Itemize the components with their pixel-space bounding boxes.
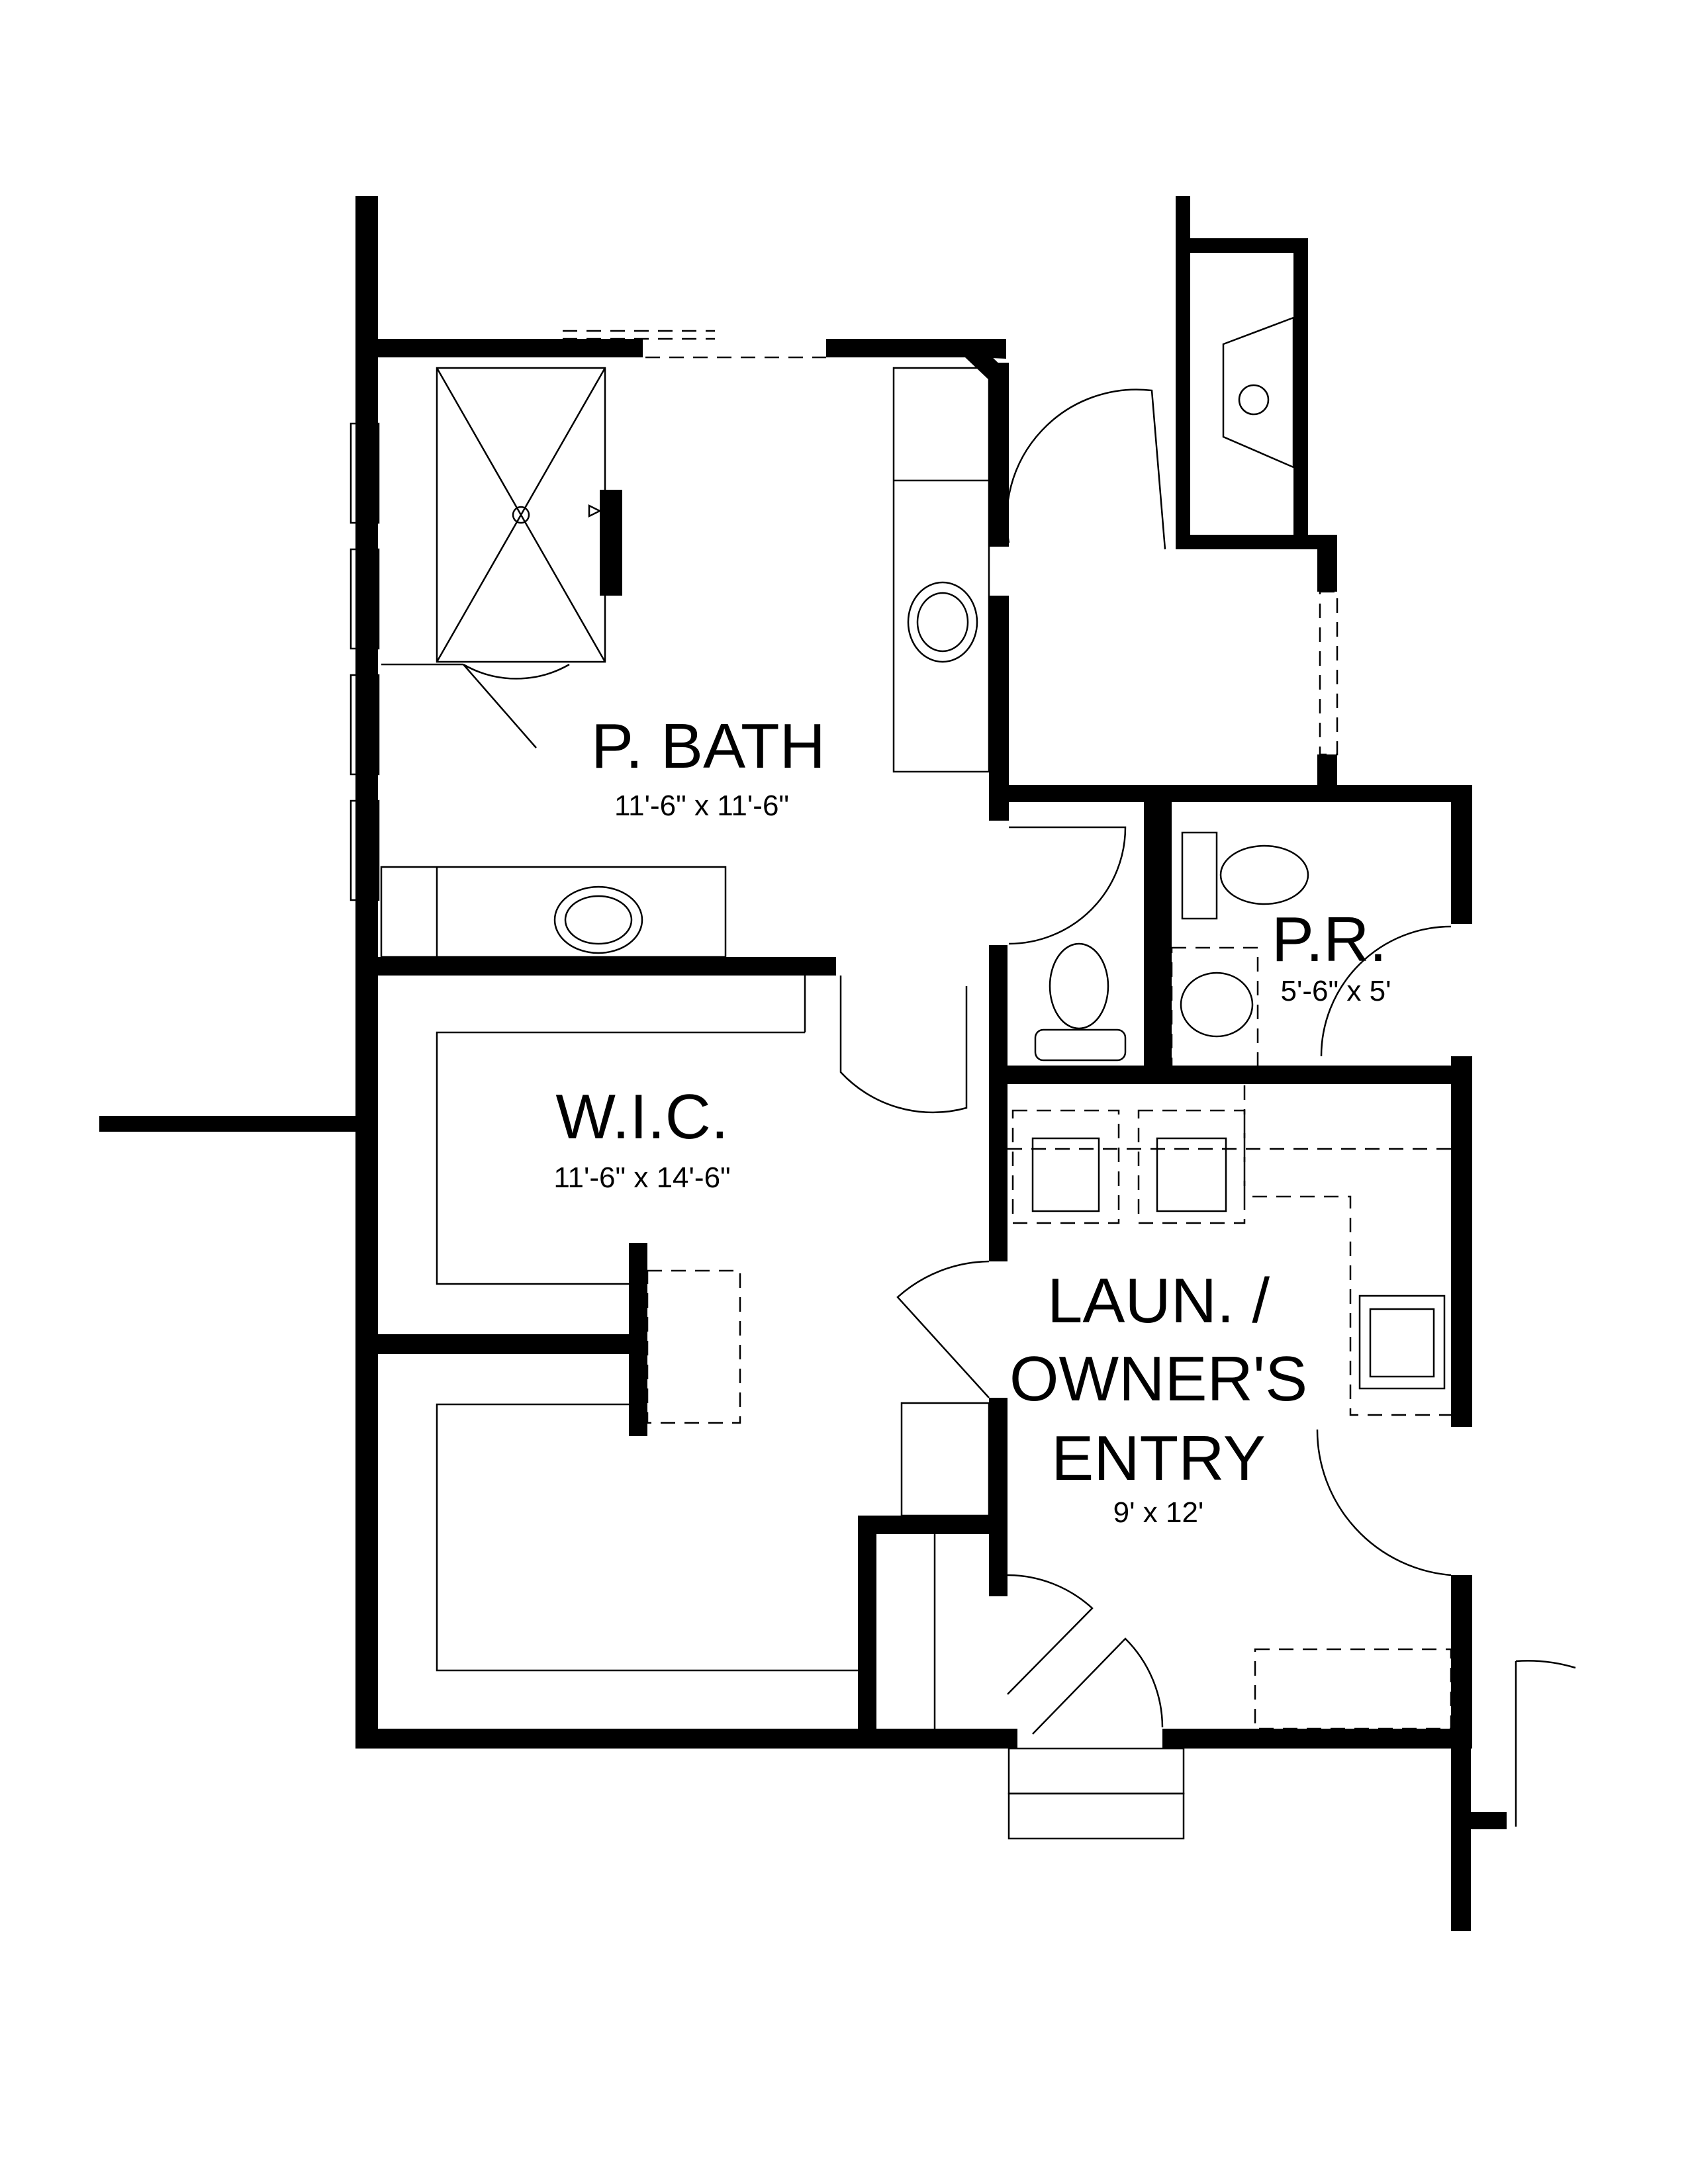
water-heater-icon: [1238, 384, 1270, 416]
bottom-wall-right: [1162, 1729, 1472, 1749]
dryer-dash: [1137, 1109, 1246, 1224]
window-1: [350, 422, 380, 524]
toilet-alcove-top-wall: [989, 785, 1472, 802]
wic-door-swing: [839, 976, 968, 1114]
laundry-sink-counter-dash: [1243, 1085, 1451, 1416]
pr-toilet-bowl-icon: [1219, 844, 1309, 905]
closet-top-wall: [1176, 238, 1308, 253]
storage-closet-top: [858, 1516, 1008, 1534]
fixtures: [350, 316, 1576, 1840]
left-exterior-wall: [355, 196, 378, 1749]
entry-door-left-swing: [1007, 1574, 1094, 1695]
washer-inner: [1031, 1137, 1100, 1212]
bench-dash: [1254, 1648, 1452, 1730]
laundry-sink-inner: [1369, 1308, 1435, 1378]
wic-name: W.I.C.: [555, 1081, 728, 1152]
entry-door-right-swing: [1032, 1637, 1164, 1735]
bath-right-wall-lower: [989, 596, 1009, 821]
bath-top-wall-left: [378, 339, 643, 357]
laundry-left-door-swing: [896, 1260, 990, 1398]
wic-shelf-upper: [436, 1031, 805, 1285]
bath-door-swing: [1008, 826, 1127, 945]
hall-top-wall: [1176, 535, 1317, 549]
entry-step-2: [1008, 1792, 1185, 1840]
primary-bath-size: 11'-6" x 11'-6": [614, 790, 789, 822]
laundry-name-line2: OWNER'S: [1009, 1343, 1307, 1414]
toilet-bowl-icon: [1049, 942, 1109, 1030]
storage-closet-left: [858, 1516, 876, 1749]
closet-left-wall: [1176, 238, 1190, 549]
bath-sink-right-icon: [907, 581, 978, 663]
pr-door-swing: [1320, 925, 1452, 1057]
shower-drain-icon: [512, 506, 530, 524]
walls: [99, 196, 1507, 1931]
bath-top-wall-right: [826, 339, 977, 357]
hall-right-wall-top: [1317, 535, 1337, 592]
wic-size: 11'-6" x 14'-6": [553, 1161, 730, 1194]
entry-step-1: [1008, 1747, 1185, 1795]
laundry-name-line3: ENTRY: [1051, 1423, 1266, 1494]
wic-partition-post: [629, 1243, 647, 1436]
toilet-alcove-left-wall: [989, 945, 1008, 1075]
shower-bench: [600, 490, 622, 596]
bath-vanity-right: [892, 367, 990, 773]
powder-room-name: P.R.: [1272, 904, 1387, 975]
pr-toilet-tank-icon: [1181, 831, 1218, 920]
laundry-top-wall: [989, 1066, 1472, 1084]
pr-vanity-dash: [1170, 946, 1259, 1068]
bath-right-wall: [989, 363, 1009, 547]
hall-right-wall-bottom: [1317, 754, 1337, 794]
pr-divider-wall: [1152, 794, 1172, 1072]
west-stub-wall: [99, 1116, 369, 1132]
wic-partition-wall: [378, 1334, 636, 1354]
shower-head-icon: [588, 504, 602, 518]
lower-right-wall: [1451, 1575, 1472, 1749]
bath-sink-bottom-inner: [564, 895, 633, 945]
shower-x2: [436, 367, 606, 662]
pr-right-wall-bottom: [1451, 1056, 1472, 1427]
closet-shelf: [1222, 316, 1295, 469]
window-3: [350, 674, 380, 776]
wic-shelf-lower: [436, 1403, 858, 1672]
shower-door-swing: [463, 663, 570, 749]
laundry-sink-icon: [1358, 1295, 1446, 1390]
window-2: [350, 548, 380, 650]
wic-island-dash: [646, 1269, 741, 1424]
laundry-size: 9' x 12': [1113, 1496, 1204, 1529]
powder-room-size: 5'-6" x 5': [1281, 975, 1391, 1007]
toilet-tank-icon: [1034, 1028, 1127, 1062]
pr-sink-icon: [1180, 972, 1254, 1038]
bottom-wall-left: [355, 1729, 1017, 1749]
hall-door-swing: [1006, 388, 1166, 550]
laundry-right-door-swing: [1316, 1429, 1452, 1576]
storage-shelf: [900, 1402, 990, 1517]
garage-door-swing: [1515, 1660, 1576, 1827]
dryer-inner: [1156, 1137, 1227, 1212]
primary-bath-name: P. BATH: [591, 711, 825, 782]
closet-right-wall: [1293, 238, 1308, 549]
laundry-left-wall-top: [989, 1083, 1008, 1261]
bath-sink-right-inner: [916, 592, 969, 653]
bath-bottom-wall: [378, 957, 836, 976]
pr-right-wall-top: [1451, 785, 1472, 924]
bath-sink-bottom-icon: [553, 886, 643, 954]
laundry-name-line1: LAUN. /: [1047, 1265, 1270, 1336]
washer-dash: [1011, 1109, 1120, 1224]
garage-wall-down: [1451, 1812, 1471, 1931]
hall-opening-dash: [1319, 590, 1338, 756]
window-4: [350, 799, 380, 901]
room-labels: P. BATH 11'-6" x 11'-6" W.I.C. 11'-6" x …: [553, 711, 1391, 1529]
laundry-left-wall-bottom: [989, 1398, 1008, 1596]
bath-vanity-bottom: [380, 866, 727, 958]
